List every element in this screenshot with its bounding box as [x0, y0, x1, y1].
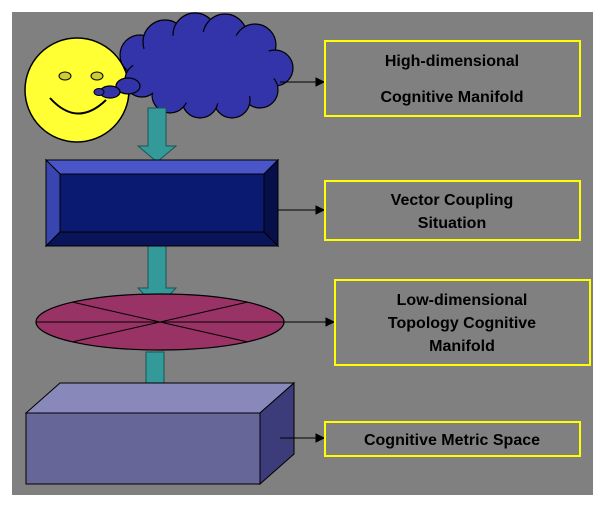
- label-vector-coupling-line-2: Situation: [418, 215, 486, 232]
- label-high-dimensional-line-2: Cognitive Manifold: [380, 89, 523, 106]
- label-low-dimensional-line-2: Topology Cognitive: [388, 315, 536, 332]
- label-low-dimensional-line-3: Manifold: [429, 338, 495, 355]
- label-metric-space: Cognitive Metric Space: [364, 432, 540, 449]
- label-vector-coupling-line-1: Vector Coupling: [391, 192, 514, 209]
- connector-arrow-1: [280, 77, 326, 87]
- label-box-high-dimensional: [324, 40, 581, 117]
- label-box-metric-space: [324, 421, 581, 457]
- connector-arrow-4: [280, 433, 326, 443]
- beveled-box: [44, 158, 280, 248]
- 3d-block: [24, 381, 296, 486]
- down-arrow-1: [136, 107, 178, 163]
- label-low-dimensional-line-1: Low-dimensional: [397, 292, 528, 309]
- label-box-vector-coupling: [324, 180, 581, 241]
- label-box-low-dimensional: [334, 279, 591, 366]
- thought-cloud-icon: [93, 12, 294, 119]
- disc-shape: [35, 293, 285, 351]
- connector-arrow-3: [284, 317, 336, 327]
- connector-arrow-2: [278, 205, 326, 215]
- label-high-dimensional-line-1: High-dimensional: [385, 53, 519, 70]
